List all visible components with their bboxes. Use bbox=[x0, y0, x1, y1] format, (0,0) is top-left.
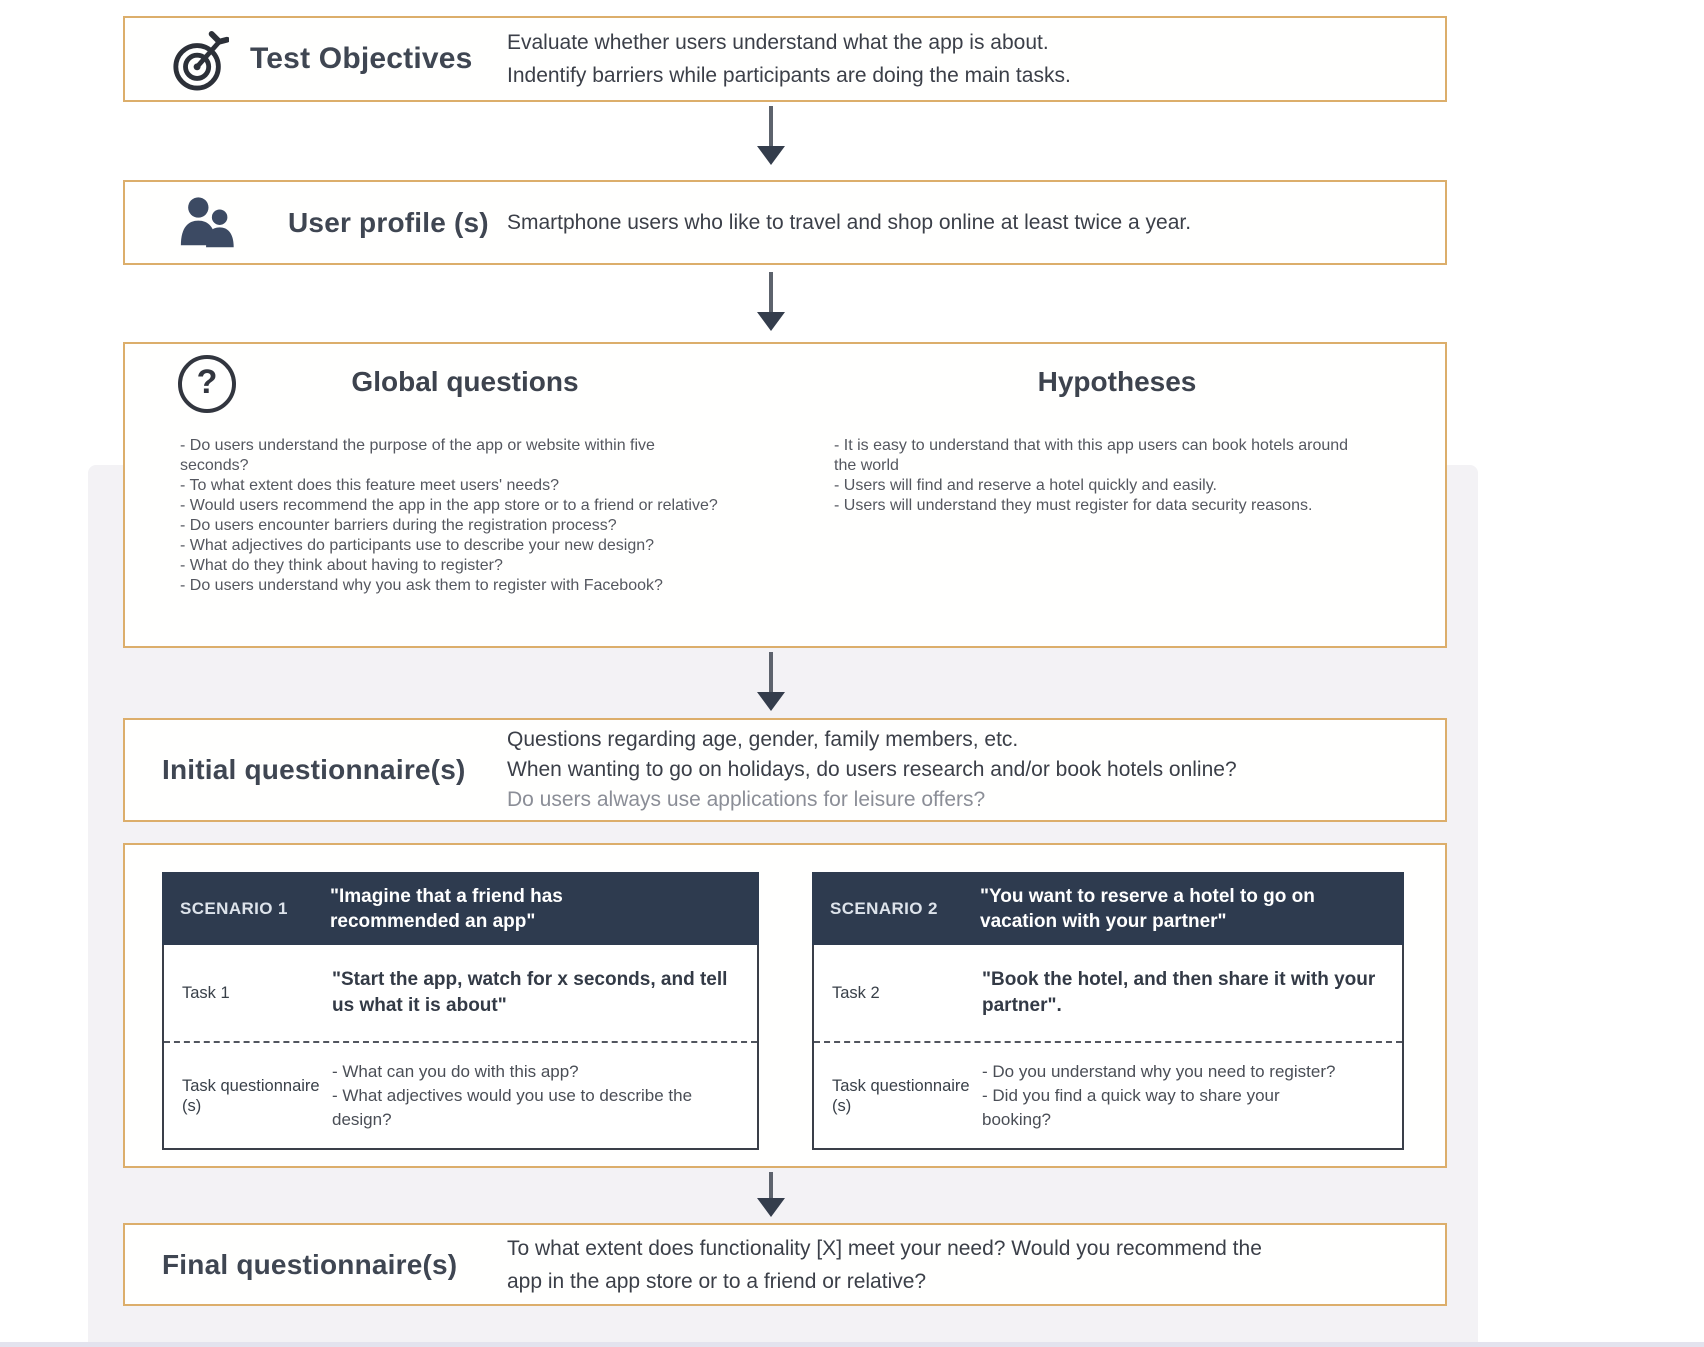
hypotheses-list: - It is easy to understand that with thi… bbox=[834, 436, 1374, 516]
list-item: - To what extent does this feature meet … bbox=[180, 477, 559, 494]
task-questionnaire-label: Task questionnaire (s) bbox=[182, 1076, 320, 1115]
flow-arrow-down-icon bbox=[756, 106, 786, 165]
task-label: Task 1 bbox=[182, 984, 230, 1002]
list-item: - What do they think about having to reg… bbox=[180, 557, 503, 574]
description-line: Evaluate whether users understand what t… bbox=[507, 31, 1049, 54]
task-questionnaire-row: Task questionnaire (s) - What can you do… bbox=[164, 1043, 757, 1148]
task-questionnaire-label: Task questionnaire (s) bbox=[832, 1076, 970, 1115]
scenario-1-body: Task 1 "Start the app, watch for x secon… bbox=[162, 945, 759, 1150]
scenario-label: SCENARIO 2 bbox=[830, 898, 938, 918]
section-description: Smartphone users who like to travel and … bbox=[507, 182, 1191, 263]
scenario-2-body: Task 2 "Book the hotel, and then share i… bbox=[812, 945, 1404, 1150]
list-item: - Do users encounter barriers during the… bbox=[180, 517, 617, 534]
section-description: Questions regarding age, gender, family … bbox=[507, 720, 1237, 820]
global-questions-list: - Do users understand the purpose of the… bbox=[180, 436, 720, 596]
task-row: Task 1 "Start the app, watch for x secon… bbox=[164, 945, 757, 1043]
scenario-1-table: SCENARIO 1 "Imagine that a friend has re… bbox=[162, 872, 759, 1150]
description-line-muted: Do users always use applications for lei… bbox=[507, 788, 986, 811]
question-glyph: ? bbox=[196, 362, 218, 401]
user-profile-box: User profile (s) Smartphone users who li… bbox=[123, 180, 1447, 265]
section-title: Initial questionnaire(s) bbox=[162, 754, 466, 785]
list-item: - Did you find a quick way to share your… bbox=[982, 1085, 1280, 1129]
list-item: - It is easy to understand that with thi… bbox=[834, 437, 1349, 474]
scenario-quote: "Imagine that a friend has recommended a… bbox=[330, 885, 563, 932]
list-item: - What adjectives do participants use to… bbox=[180, 537, 655, 554]
section-description: To what extent does functionality [X] me… bbox=[507, 1225, 1262, 1304]
description-line: Smartphone users who like to travel and … bbox=[507, 211, 1192, 234]
scenario-1-header: SCENARIO 1 "Imagine that a friend has re… bbox=[162, 872, 759, 945]
section-description: Evaluate whether users understand what t… bbox=[507, 18, 1071, 100]
final-questionnaire-box: Final questionnaire(s) To what extent do… bbox=[123, 1223, 1447, 1306]
description-line: Questions regarding age, gender, family … bbox=[507, 728, 1019, 751]
list-item: - Do users understand the purpose of the… bbox=[180, 437, 655, 474]
flow-arrow-down-icon bbox=[756, 1172, 786, 1217]
description-line: app in the app store or to a friend or r… bbox=[507, 1269, 927, 1293]
scenario-2-table: SCENARIO 2 "You want to reserve a hotel … bbox=[812, 872, 1404, 1150]
section-title: Final questionnaire(s) bbox=[162, 1248, 458, 1280]
task-row: Task 2 "Book the hotel, and then share i… bbox=[814, 945, 1402, 1043]
test-objectives-box: Test Objectives Evaluate whether users u… bbox=[123, 16, 1447, 102]
scenario-2-header: SCENARIO 2 "You want to reserve a hotel … bbox=[812, 872, 1404, 945]
hypotheses-heading: Hypotheses bbox=[1037, 366, 1197, 397]
task-label: Task 2 bbox=[832, 984, 880, 1002]
question-circle-icon: ? bbox=[178, 355, 236, 413]
task-questionnaire-row: Task questionnaire (s) - Do you understa… bbox=[814, 1043, 1402, 1148]
list-item: - Do users understand why you ask them t… bbox=[180, 577, 663, 594]
questions-hypotheses-box: ? Global questions - Do users understand… bbox=[123, 342, 1447, 648]
initial-questionnaire-box: Initial questionnaire(s) Questions regar… bbox=[123, 718, 1447, 822]
list-item: - What can you do with this app? bbox=[332, 1061, 579, 1081]
list-item: - Do you understand why you need to regi… bbox=[982, 1061, 1336, 1081]
flow-arrow-down-icon bbox=[756, 272, 786, 331]
list-item: - Users will find and reserve a hotel qu… bbox=[834, 477, 1217, 494]
list-item: - What adjectives would you use to descr… bbox=[332, 1085, 693, 1129]
bottom-strip bbox=[0, 1342, 1704, 1347]
section-title: Test Objectives bbox=[250, 42, 473, 75]
global-questions-heading: Global questions bbox=[351, 366, 579, 397]
description-line: Indentify barriers while participants ar… bbox=[507, 64, 1071, 87]
task-text: "Start the app, watch for x seconds, and… bbox=[332, 969, 728, 1016]
task-questionnaire-items: - Do you understand why you need to regi… bbox=[982, 1060, 1342, 1132]
task-questionnaire-items: - What can you do with this app? - What … bbox=[332, 1060, 732, 1132]
description-line: To what extent does functionality [X] me… bbox=[507, 1236, 1262, 1260]
list-item: - Would users recommend the app in the a… bbox=[180, 497, 718, 514]
two-users-icon bbox=[177, 194, 239, 257]
target-dart-icon bbox=[171, 30, 230, 97]
section-title: User profile (s) bbox=[288, 206, 489, 238]
task-text: "Book the hotel, and then share it with … bbox=[982, 969, 1376, 1016]
list-item: - Users will understand they must regist… bbox=[834, 497, 1313, 514]
scenario-quote: "You want to reserve a hotel to go on va… bbox=[980, 885, 1315, 932]
flow-arrow-down-icon bbox=[756, 652, 786, 711]
description-line: When wanting to go on holidays, do users… bbox=[507, 758, 1237, 781]
scenario-label: SCENARIO 1 bbox=[180, 898, 288, 918]
